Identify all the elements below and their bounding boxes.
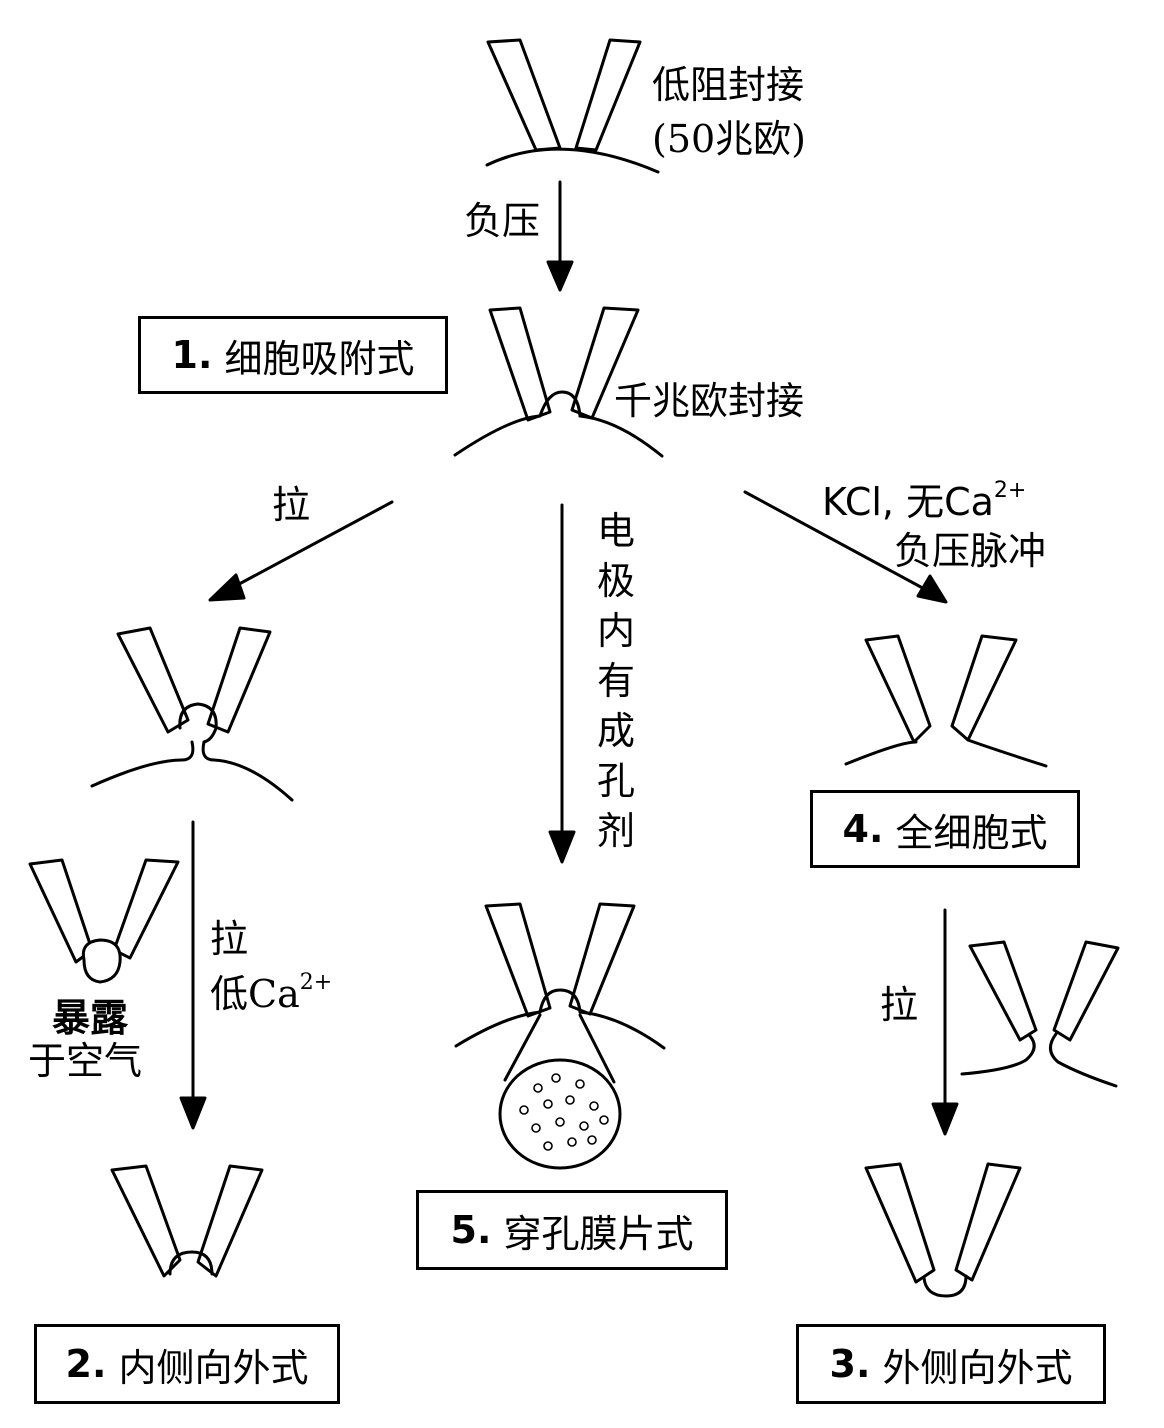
label-pull-left: 拉 <box>272 483 311 527</box>
mode-whole-cell-num: 4. <box>842 807 884 851</box>
mode-cell-attached: 1. 细胞吸附式 <box>138 316 448 394</box>
label-low-seal-value: (50兆欧) <box>652 117 807 161</box>
mode-whole-cell: 4. 全细胞式 <box>810 790 1080 868</box>
mode-perforated-num: 5. <box>450 1208 492 1252</box>
mode-inside-out-name: 内侧向外式 <box>118 1345 309 1390</box>
label-low-ca-text: 低Ca <box>210 972 300 1016</box>
arrow-kcl <box>743 490 932 594</box>
mode-cell-attached-num: 1. <box>171 333 213 377</box>
label-kcl: KCl, 无Ca2+ <box>822 478 1026 525</box>
label-negative-pressure: 负压 <box>464 199 541 243</box>
pipette-perforated <box>454 902 666 1170</box>
mode-outside-out: 3. 外侧向外式 <box>796 1324 1106 1404</box>
label-gigaseal: 千兆欧封接 <box>614 379 805 423</box>
mode-inside-out-num: 2. <box>65 1342 107 1386</box>
label-to-air: 于空气 <box>28 1039 143 1083</box>
pipette-transition <box>960 940 1120 1088</box>
pipette-low-seal <box>485 38 660 174</box>
arrow-pull-left <box>226 500 394 592</box>
mode-outside-out-name: 外侧向外式 <box>882 1345 1073 1390</box>
mode-perforated: 5. 穿孔膜片式 <box>416 1190 728 1270</box>
label-pull-mid-left: 拉 <box>210 917 249 961</box>
label-kcl-text: KCl, 无Ca <box>822 480 994 524</box>
pipette-inside-out <box>110 1164 264 1278</box>
pipette-vesicle <box>90 626 294 802</box>
pipette-whole-cell <box>844 634 1048 768</box>
pipette-exposed <box>28 858 180 984</box>
pipette-gigaseal <box>453 306 664 458</box>
label-low-ca-sup: 2+ <box>299 970 333 995</box>
mode-outside-out-num: 3. <box>829 1342 871 1386</box>
label-expose: 暴露 <box>52 995 129 1040</box>
mode-perforated-name: 穿孔膜片式 <box>503 1211 694 1256</box>
label-low-ca: 低Ca2+ <box>210 970 332 1017</box>
label-negative-pulse: 负压脉冲 <box>894 529 1047 573</box>
label-kcl-sup: 2+ <box>993 478 1027 503</box>
mode-whole-cell-name: 全细胞式 <box>895 810 1048 855</box>
pipette-outside-out <box>864 1162 1022 1298</box>
mode-inside-out: 2. 内侧向外式 <box>34 1324 340 1404</box>
mode-cell-attached-name: 细胞吸附式 <box>224 336 415 381</box>
label-pore-agent: 电极内有成孔剂 <box>596 509 635 853</box>
label-low-seal: 低阻封接 <box>652 63 805 107</box>
label-pull-right: 拉 <box>880 983 919 1027</box>
